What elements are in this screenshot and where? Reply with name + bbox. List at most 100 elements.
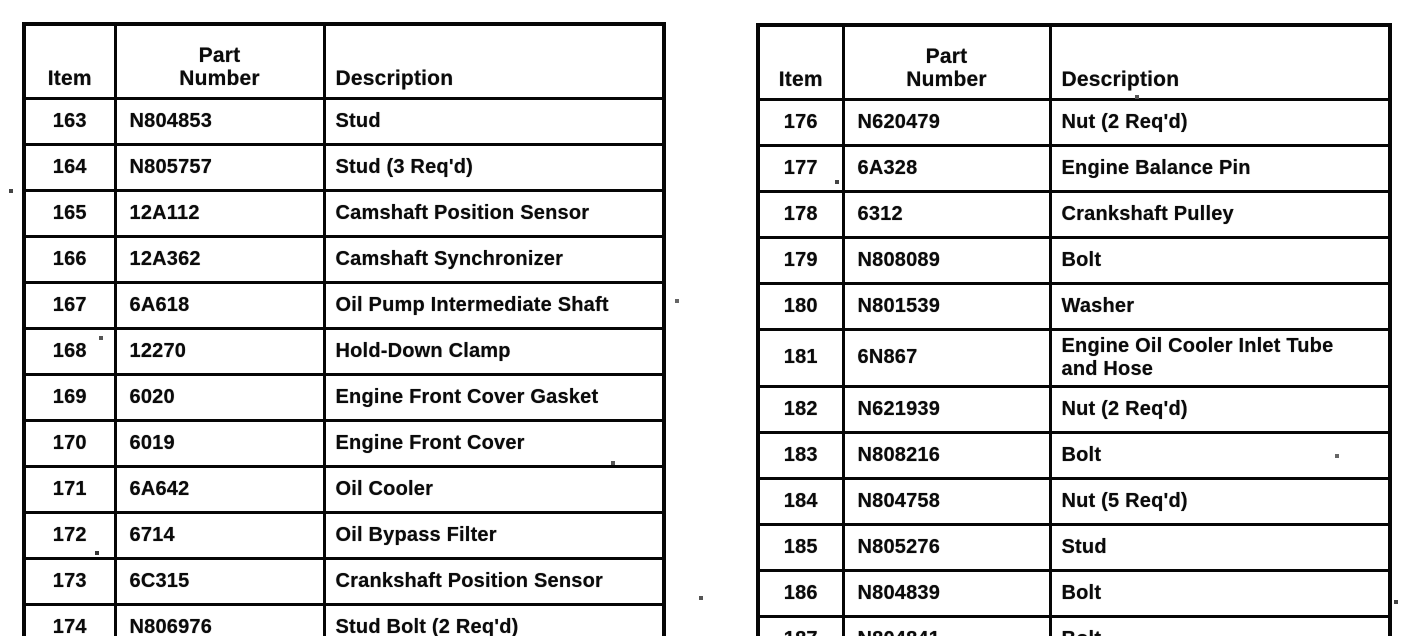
description-cell: Hold-Down Clamp — [322, 326, 666, 376]
item-cell: 164 — [22, 142, 117, 192]
part-number-cell: N621939 — [841, 384, 1052, 434]
part-number-cell: 12A362 — [113, 234, 326, 284]
description-cell: Bolt — [1048, 235, 1392, 285]
item-cell: 171 — [22, 464, 117, 514]
part-number-cell: N804839 — [841, 568, 1052, 618]
item-cell: 187 — [756, 614, 845, 636]
description-cell: Crankshaft Pulley — [1048, 189, 1392, 239]
description-cell: Nut (2 Req'd) — [1048, 97, 1392, 147]
part-number-cell: N808089 — [841, 235, 1052, 285]
item-cell: 167 — [22, 280, 117, 330]
description-cell: Bolt — [1048, 614, 1392, 636]
part-number-cell: N804841 — [841, 614, 1052, 636]
description-cell: Crankshaft Position Sensor — [322, 556, 666, 606]
description-cell: Bolt — [1048, 568, 1392, 618]
item-cell: 176 — [756, 97, 845, 147]
table-row: 187N804841Bolt — [756, 614, 1392, 636]
item-cell: 180 — [756, 281, 845, 331]
item-cell: 181 — [756, 327, 845, 388]
item-cell: 179 — [756, 235, 845, 285]
description-cell: Stud (3 Req'd) — [322, 142, 666, 192]
item-column-header: Item — [756, 23, 845, 101]
description-cell: Oil Pump Intermediate Shaft — [322, 280, 666, 330]
description-cell: Oil Bypass Filter — [322, 510, 666, 560]
part-number-column-header: Part Number — [841, 23, 1052, 101]
description-cell: Camshaft Synchronizer — [322, 234, 666, 284]
item-cell: 163 — [22, 96, 117, 146]
part-number-cell: N805276 — [841, 522, 1052, 572]
item-cell: 173 — [22, 556, 117, 606]
part-number-cell: 6N867 — [841, 327, 1052, 388]
item-cell: 184 — [756, 476, 845, 526]
item-cell: 165 — [22, 188, 117, 238]
part-number-cell: 6020 — [113, 372, 326, 422]
description-cell: Bolt — [1048, 430, 1392, 480]
part-number-cell: N808216 — [841, 430, 1052, 480]
part-number-cell: 12270 — [113, 326, 326, 376]
part-number-cell: 12A112 — [113, 188, 326, 238]
description-cell: Engine Front Cover — [322, 418, 666, 468]
item-cell: 168 — [22, 326, 117, 376]
part-number-cell: N801539 — [841, 281, 1052, 331]
item-cell: 183 — [756, 430, 845, 480]
item-cell: 182 — [756, 384, 845, 434]
description-cell: Engine Front Cover Gasket — [322, 372, 666, 422]
item-cell: 166 — [22, 234, 117, 284]
part-number-cell: N804853 — [113, 96, 326, 146]
description-cell: Engine Oil Cooler Inlet Tube and Hose — [1048, 327, 1392, 388]
description-cell: Stud — [322, 96, 666, 146]
description-column-header: Description — [1048, 23, 1392, 101]
description-cell: Nut (2 Req'd) — [1048, 384, 1392, 434]
part-number-cell: 6A642 — [113, 464, 326, 514]
description-cell: Nut (5 Req'd) — [1048, 476, 1392, 526]
item-cell: 169 — [22, 372, 117, 422]
header-row: Item Part Number Description — [22, 22, 666, 100]
description-cell: Stud Bolt (2 Req'd) — [322, 602, 666, 636]
part-number-cell: N620479 — [841, 97, 1052, 147]
header-row: Item Part Number Description — [756, 23, 1392, 101]
item-cell: 178 — [756, 189, 845, 239]
part-number-cell: N805757 — [113, 142, 326, 192]
part-number-cell: 6A328 — [841, 143, 1052, 193]
description-column-header: Description — [322, 22, 666, 100]
scan-noise-speckles — [0, 0, 2, 2]
item-cell: 186 — [756, 568, 845, 618]
item-cell: 170 — [22, 418, 117, 468]
item-cell: 185 — [756, 522, 845, 572]
part-number-cell: N806976 — [113, 602, 326, 636]
item-column-header: Item — [22, 22, 117, 100]
part-number-cell: 6312 — [841, 189, 1052, 239]
part-number-cell: 6A618 — [113, 280, 326, 330]
item-cell: 172 — [22, 510, 117, 560]
item-cell: 177 — [756, 143, 845, 193]
part-number-cell: N804758 — [841, 476, 1052, 526]
part-number-cell: 6C315 — [113, 556, 326, 606]
item-cell: 174 — [22, 602, 117, 636]
description-cell: Oil Cooler — [322, 464, 666, 514]
